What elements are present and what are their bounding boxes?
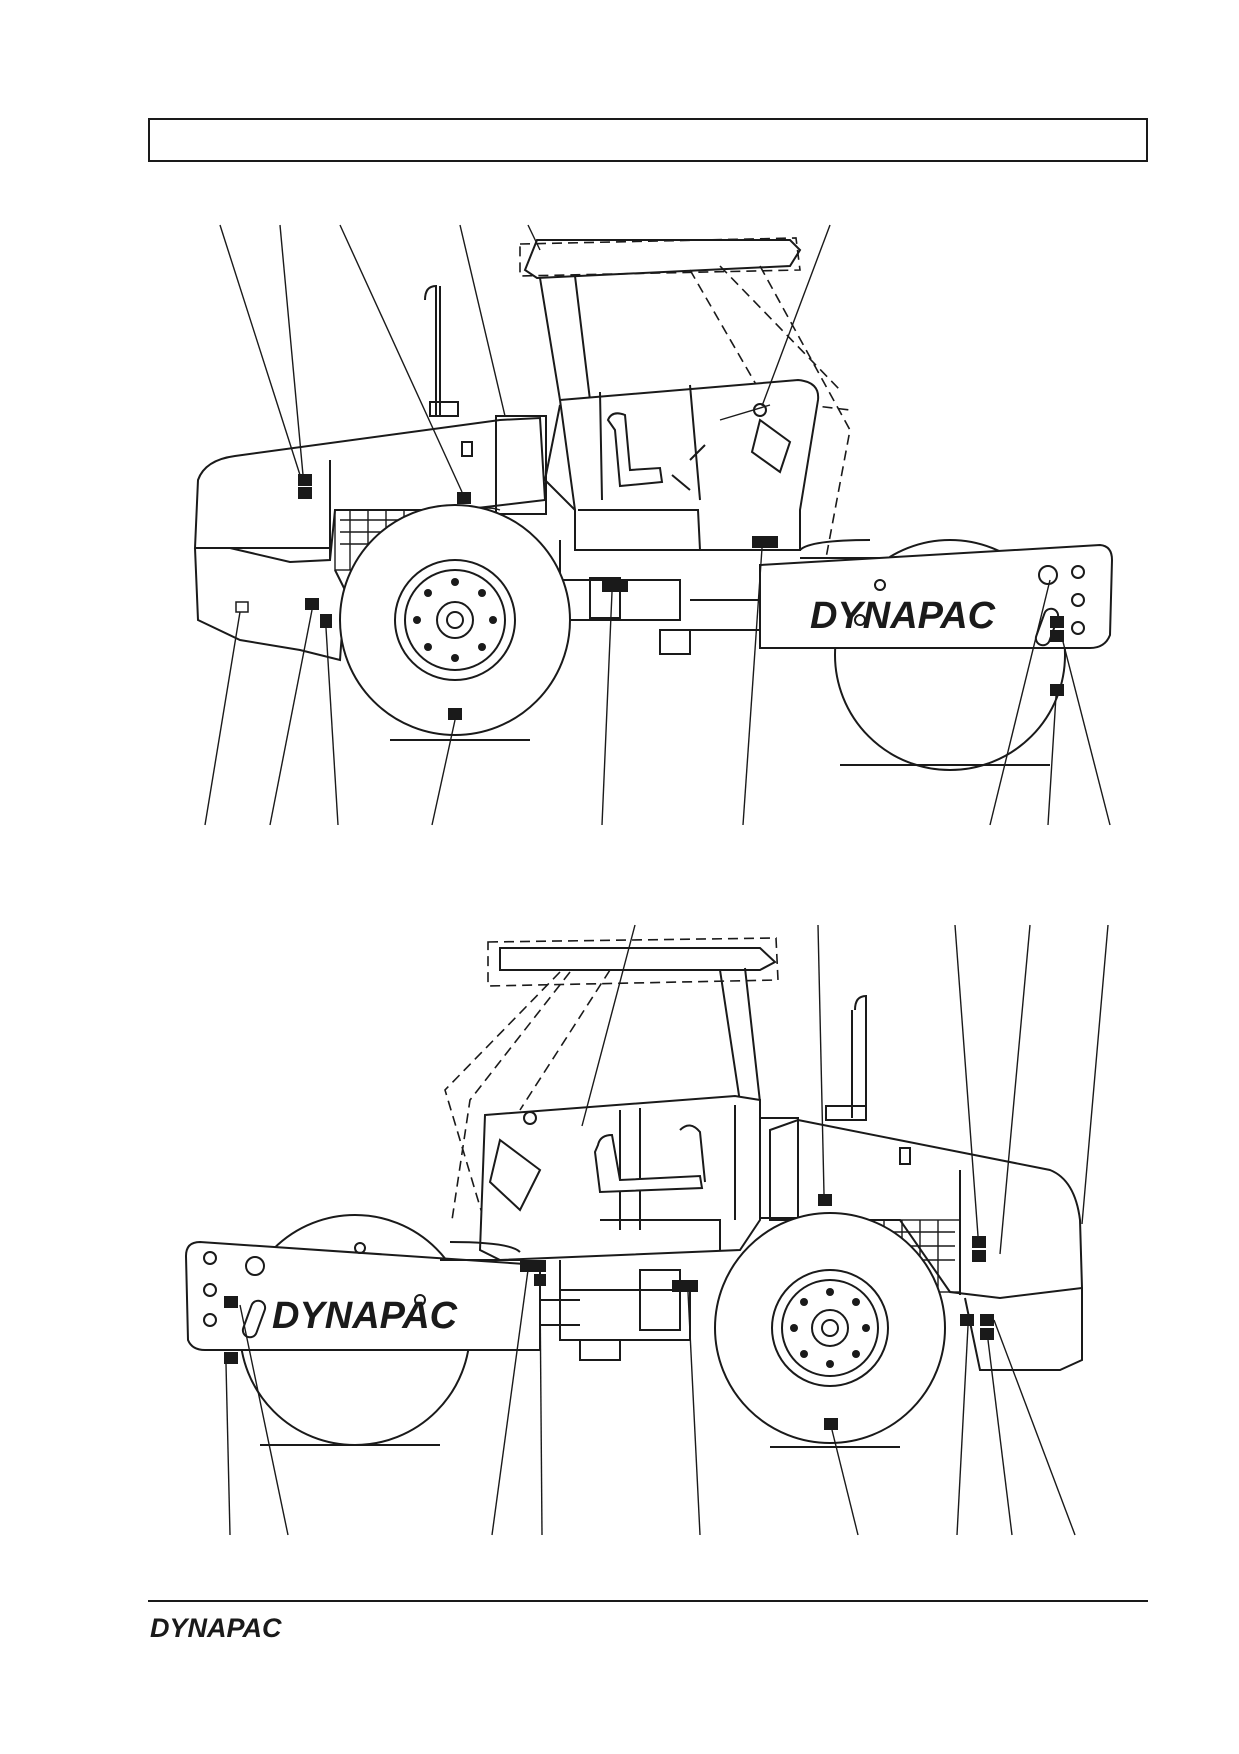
drum-logo-text: DYNAPAC [810,595,996,637]
decal-markers [224,1194,994,1430]
front-drum: DYNAPAC [184,1214,580,1446]
front-drum: DYNAPAC [690,539,1114,771]
rops-frame [444,937,779,1241]
cab [478,1094,761,1262]
footer-logo-text: DYNAPAC [150,1613,282,1642]
decal-markers [235,474,1064,720]
roller-side-view-left: DYNAPAC [193,224,1114,826]
footer-rule [148,1600,1148,1602]
drum-logo-text: DYNAPAC [272,1295,458,1337]
exhaust-stack [424,284,459,417]
rear-wheel [339,504,571,741]
roller-side-view-right: DYNAPAC [184,924,1109,1536]
cab [543,378,820,551]
rear-wheel [714,1212,946,1448]
dynapac-logo: DYNAPAC [150,1613,282,1642]
leader-lines [204,224,1111,826]
engine-hood [193,415,547,564]
exhaust-stack [825,994,867,1121]
leader-lines [225,924,1109,1536]
header-title-box [148,118,1148,162]
